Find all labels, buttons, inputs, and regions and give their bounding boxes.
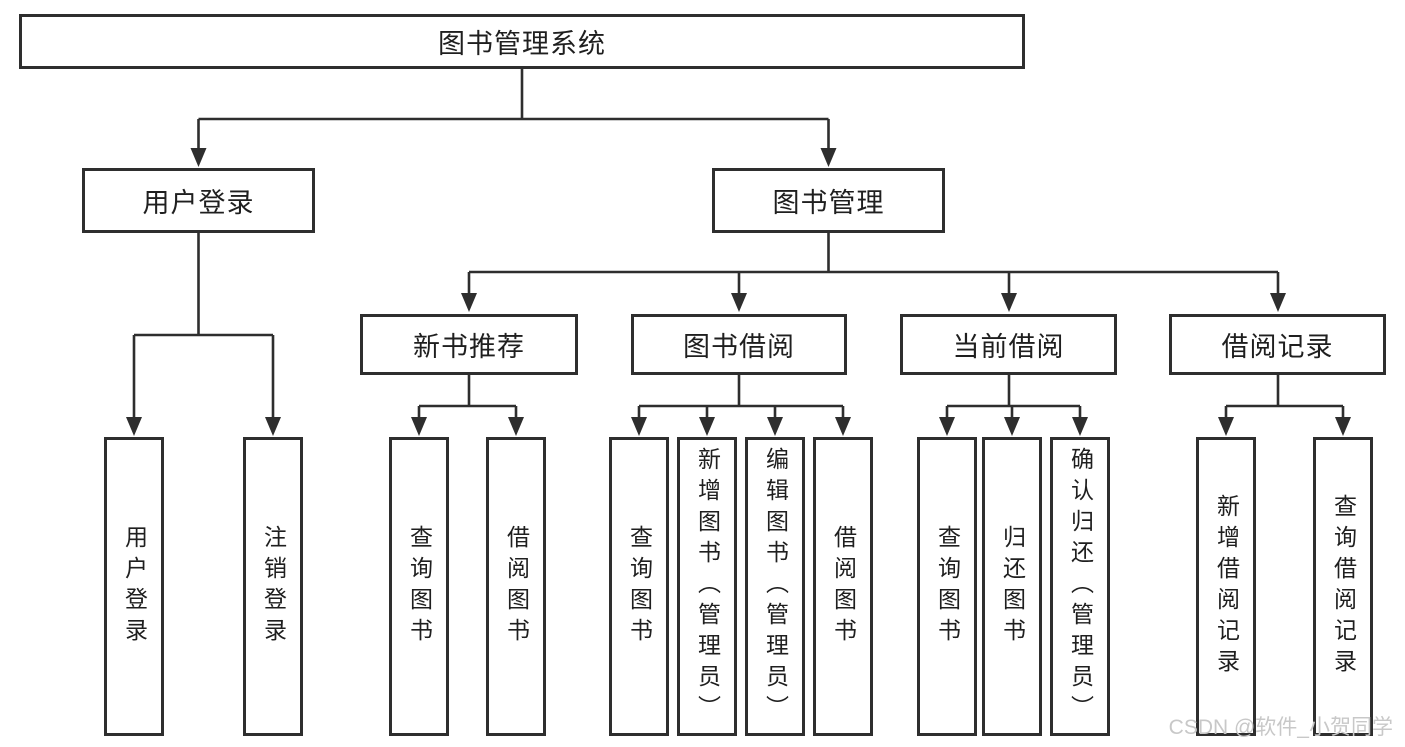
node-leaf-borrow-books-2: 借阅图书 xyxy=(813,437,873,736)
arrow-shafts xyxy=(132,119,1345,422)
node-leaf-query-books-2: 查询图书 xyxy=(609,437,669,736)
node-book-borrowing: 图书借阅 xyxy=(631,314,847,375)
node-leaf-add-book-admin: 新增图书（管理员） xyxy=(677,437,737,736)
node-borrowing-records: 借阅记录 xyxy=(1169,314,1386,375)
node-book-management-system: 图书管理系统 xyxy=(19,14,1025,69)
node-leaf-query-borrow-record: 查询借阅记录 xyxy=(1313,437,1373,736)
arrow-down-icons xyxy=(126,148,1351,436)
node-leaf-add-borrow-record: 新增借阅记录 xyxy=(1196,437,1256,736)
connector-bars xyxy=(134,69,1343,408)
node-leaf-query-books-3: 查询图书 xyxy=(917,437,977,736)
node-leaf-user-login: 用户登录 xyxy=(104,437,164,736)
csdn-watermark: CSDN @软件_小贺同学 xyxy=(1168,716,1393,739)
node-leaf-borrow-books-1: 借阅图书 xyxy=(486,437,546,736)
node-book-management: 图书管理 xyxy=(712,168,945,233)
node-user-login: 用户登录 xyxy=(82,168,315,233)
node-current-borrowing: 当前借阅 xyxy=(900,314,1117,375)
node-leaf-edit-book-admin: 编辑图书（管理员） xyxy=(745,437,805,736)
node-leaf-return-book: 归还图书 xyxy=(982,437,1042,736)
node-new-book-recommendation: 新书推荐 xyxy=(360,314,578,375)
node-leaf-confirm-return-admin: 确认归还（管理员） xyxy=(1050,437,1110,736)
node-leaf-query-books-1: 查询图书 xyxy=(389,437,449,736)
node-leaf-logout: 注销登录 xyxy=(243,437,303,736)
